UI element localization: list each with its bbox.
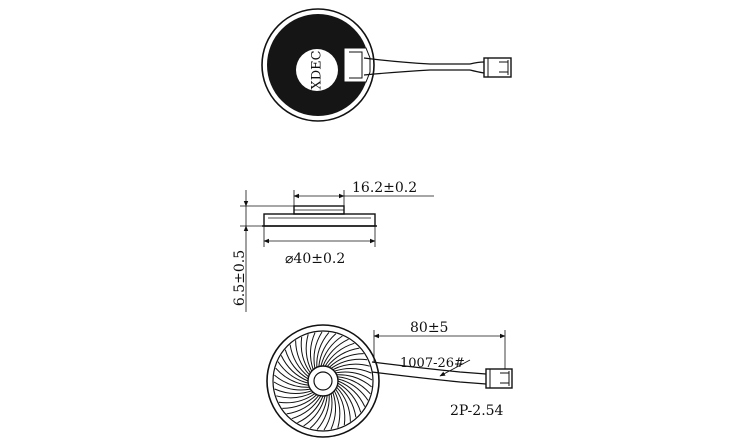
bottom-cable bbox=[371, 361, 487, 385]
top-view: XDEC bbox=[261, 8, 512, 122]
bottom-outer-rim bbox=[266, 324, 380, 438]
top-cable bbox=[363, 57, 485, 76]
side-profile bbox=[262, 205, 377, 227]
cone-rib bbox=[330, 392, 336, 430]
cone-rib bbox=[280, 355, 309, 382]
cone-rib bbox=[275, 367, 309, 386]
cable-length-dimension: 80±5 bbox=[373, 320, 506, 369]
cone-rib bbox=[326, 347, 360, 367]
top-terminal-lug bbox=[349, 51, 363, 79]
cone-rib bbox=[333, 390, 341, 428]
cone-rib bbox=[297, 395, 324, 424]
cone-rib bbox=[335, 388, 346, 426]
cone-rib bbox=[332, 363, 370, 371]
bottom-connector bbox=[485, 368, 513, 389]
cable-length-label: 80±5 bbox=[410, 320, 448, 336]
cone-rib bbox=[274, 374, 310, 388]
cone-rib bbox=[278, 393, 316, 404]
cone-rib bbox=[335, 371, 373, 381]
top-center-label-disc bbox=[296, 49, 338, 91]
connector-spec-label: 2P-2.54 bbox=[450, 403, 504, 419]
top-connector bbox=[483, 57, 512, 78]
cone-ribs bbox=[273, 331, 373, 431]
cone-rib bbox=[328, 353, 364, 368]
side-view: 16.2±0.2 ⌀40±0.2 6.5±0.5 bbox=[232, 180, 434, 312]
cone-rib bbox=[273, 381, 311, 391]
cone-rib bbox=[324, 342, 355, 367]
cone-rib bbox=[322, 338, 349, 367]
cone-rib bbox=[318, 333, 337, 367]
wire-code-callout: 1007-26# bbox=[400, 356, 471, 377]
top-outer-rim bbox=[261, 8, 375, 122]
cone-rib bbox=[313, 331, 323, 369]
cone-rib bbox=[274, 388, 312, 394]
cone-rib bbox=[336, 386, 351, 422]
cone-rib bbox=[284, 349, 309, 380]
bottom-view: 80±5 1007-26# 2P-2.54 bbox=[266, 320, 513, 438]
cone-rib bbox=[289, 344, 309, 378]
wire-code-label: 1007-26# bbox=[400, 356, 465, 371]
height-dim-label: 6.5±0.5 bbox=[232, 250, 248, 306]
cone-rib bbox=[310, 332, 316, 370]
brand-text: XDEC bbox=[310, 50, 325, 89]
cone-rib bbox=[309, 395, 328, 429]
diameter-dimension: ⌀40±0.2 bbox=[263, 226, 376, 267]
cone-rib bbox=[336, 374, 372, 388]
cone-rib bbox=[330, 358, 368, 369]
top-terminal-pad bbox=[343, 47, 371, 83]
cone-rib bbox=[300, 336, 311, 374]
magnet-dimension: 16.2±0.2 bbox=[293, 180, 434, 206]
magnet-dim-label: 16.2±0.2 bbox=[352, 180, 417, 196]
cone-rib bbox=[282, 394, 318, 409]
cone-rib bbox=[305, 334, 313, 372]
cone-rib bbox=[276, 391, 314, 399]
cone-rib bbox=[337, 376, 371, 395]
cone-rib bbox=[286, 395, 320, 415]
cone-rib bbox=[291, 395, 322, 420]
cone-rib bbox=[316, 394, 330, 430]
cone-rib bbox=[334, 368, 372, 374]
cone-rib bbox=[337, 382, 362, 413]
cone-rib bbox=[337, 380, 366, 407]
cone-rib bbox=[303, 395, 326, 427]
cone-rib bbox=[320, 335, 343, 367]
cone-rib bbox=[277, 361, 309, 384]
dust-cap-inner bbox=[313, 371, 333, 391]
cone-rib bbox=[316, 332, 330, 368]
cone-rib bbox=[337, 384, 357, 418]
cone-rib bbox=[295, 340, 310, 376]
cone-rib bbox=[323, 393, 333, 431]
cone-rib bbox=[337, 378, 369, 401]
height-dimension: 6.5±0.5 bbox=[232, 190, 294, 312]
diameter-dim-label: ⌀40±0.2 bbox=[285, 251, 345, 267]
bottom-inner-rim bbox=[272, 330, 374, 432]
